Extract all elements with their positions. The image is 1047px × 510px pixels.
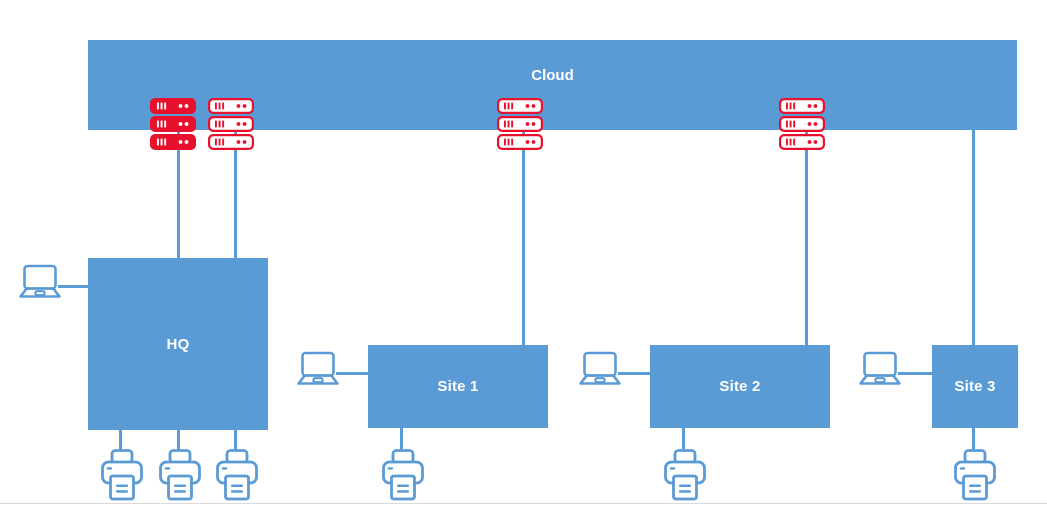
- connection-line: [58, 285, 90, 288]
- connection-line: [618, 372, 652, 375]
- connection-line: [522, 130, 525, 345]
- connection-line: [177, 130, 180, 258]
- connection-line: [805, 130, 808, 345]
- node-hq[interactable]: HQ: [88, 258, 268, 430]
- laptop-icon[interactable]: [578, 349, 622, 389]
- cloud-node[interactable]: Cloud: [88, 40, 1017, 130]
- node-site3[interactable]: Site 3: [932, 345, 1018, 428]
- node-site2[interactable]: Site 2: [650, 345, 830, 428]
- printer-icon[interactable]: [661, 447, 709, 503]
- server-stack-icon[interactable]: [779, 98, 825, 150]
- printer-icon[interactable]: [951, 447, 999, 503]
- connection-line: [400, 427, 403, 449]
- connection-line: [898, 372, 934, 375]
- node-label: HQ: [166, 335, 190, 353]
- node-site1[interactable]: Site 1: [368, 345, 548, 428]
- laptop-icon[interactable]: [18, 262, 62, 302]
- printer-icon[interactable]: [379, 447, 427, 503]
- node-label: Site 2: [719, 378, 761, 395]
- connection-line: [119, 429, 122, 451]
- server-stack-icon[interactable]: [208, 98, 254, 150]
- laptop-icon[interactable]: [858, 349, 902, 389]
- connection-line: [972, 427, 975, 449]
- connection-line: [682, 427, 685, 449]
- connection-line: [336, 372, 370, 375]
- printer-icon[interactable]: [213, 447, 261, 503]
- bottom-divider: [0, 503, 1047, 504]
- connection-line: [234, 130, 237, 258]
- connection-line: [234, 429, 237, 451]
- server-stack-icon[interactable]: [497, 98, 543, 150]
- connection-line: [972, 128, 975, 345]
- server-stack-icon[interactable]: [150, 98, 196, 150]
- cloud-label: Cloud: [531, 67, 574, 84]
- connection-line: [177, 429, 180, 451]
- node-label: Site 3: [954, 378, 996, 395]
- printer-icon[interactable]: [156, 447, 204, 503]
- node-label: Site 1: [437, 378, 479, 395]
- laptop-icon[interactable]: [296, 349, 340, 389]
- printer-icon[interactable]: [98, 447, 146, 503]
